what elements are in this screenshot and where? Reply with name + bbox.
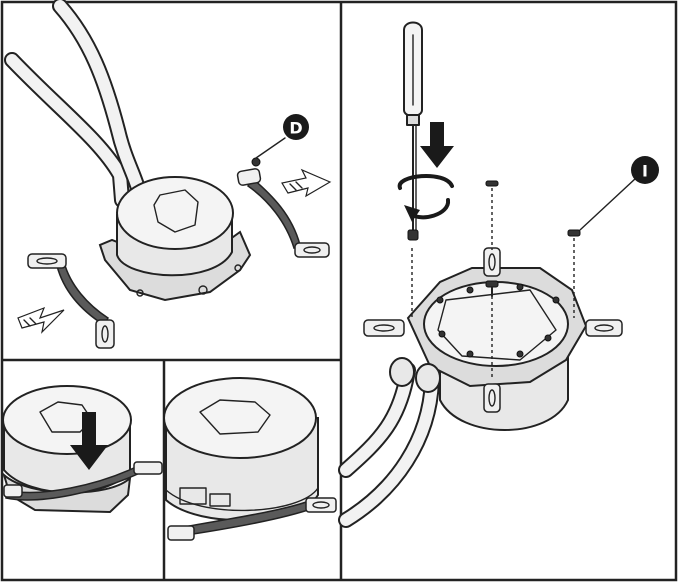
down-arrow-icon [70,412,108,470]
bracket-tab-left [363,319,405,337]
bracket-tab-right [585,319,623,337]
pump-top-partial [2,385,132,455]
callout-leader-i [579,177,637,231]
pump-top-installed [163,377,317,459]
callout-i-label: I [642,162,648,181]
screw-guide-center [485,280,499,378]
callout-d-label: D [289,119,302,138]
screw-guide-top [485,180,499,250]
rotate-arrow-icon [397,174,454,222]
callout-leader-d [255,137,286,159]
panel-press-bracket [2,385,163,514]
fitting-b [415,363,441,393]
pump-logo-octagon [153,189,199,233]
pump-top [116,176,234,250]
bracket-screw [251,157,261,167]
bracket-left [56,260,110,327]
bracket-tab-top [483,247,501,277]
bracket-tab-bottom [483,383,501,413]
screw-guide-right [567,229,581,318]
callout-d [283,114,309,140]
down-arrow-icon [420,122,454,168]
callout-i [631,156,659,184]
panel-bracket-installed [163,377,337,541]
hatched-arrow-icon [281,168,332,198]
hatched-arrow-icon [17,306,65,334]
fitting-a [389,357,415,387]
panel-attach-brackets: D [4,0,332,349]
panel-tighten-screws: I [338,21,659,528]
